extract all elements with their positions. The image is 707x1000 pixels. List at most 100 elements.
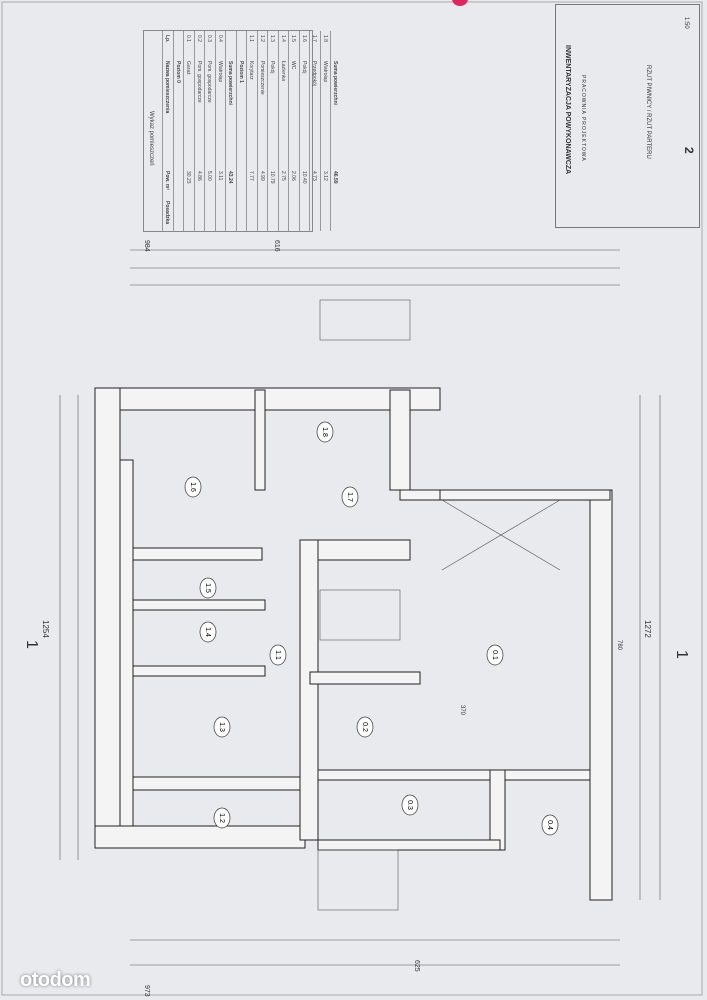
room-row: WC	[290, 61, 296, 70]
room-label: 1.4	[204, 627, 211, 637]
room-label-circle	[213, 807, 231, 829]
table-row	[288, 31, 289, 231]
walls	[94, 387, 613, 901]
room-row: Pomieszczenie	[258, 61, 265, 95]
dim-left-total: 1254	[41, 620, 50, 638]
dimension-lines	[59, 249, 661, 966]
room-label-circle	[401, 794, 419, 816]
room-row: 1.8	[321, 35, 328, 42]
table-row	[277, 31, 279, 231]
section-mark-right: 1	[673, 650, 690, 659]
room-label: 0.4	[546, 820, 553, 830]
room-label-circle	[269, 644, 287, 666]
room-row: 5.00	[206, 171, 212, 181]
room-row: 30.23	[185, 171, 191, 184]
room-row: 10.79	[269, 171, 275, 184]
room-row: 0.2	[195, 35, 202, 42]
dim-garage-width: 370	[459, 705, 465, 716]
room-label: 0.1	[491, 650, 498, 660]
table-row	[225, 31, 226, 231]
room-row: 10.40	[300, 171, 307, 184]
room-label: 1.3	[218, 722, 225, 732]
room-row: Pom. gospodarcze	[195, 61, 202, 103]
title-studio: PRACOWNIA PROJEKTOWA	[580, 75, 586, 162]
room-label-circle	[316, 421, 334, 443]
room-label-circle	[356, 716, 374, 738]
room-row: 2.75	[279, 171, 286, 181]
table-row	[214, 31, 216, 231]
table-row	[172, 31, 174, 231]
room-label-circle	[213, 716, 231, 738]
room-label-circle	[341, 486, 359, 508]
room-label: 0.2	[361, 722, 368, 732]
room-label-circle	[541, 814, 559, 836]
room-row: Wiatrołap	[216, 61, 223, 83]
room-labels: 1.61.81.71.51.41.11.31.20.10.20.30.4	[184, 421, 559, 836]
notification-dot	[452, 0, 468, 6]
sum-row: Suma powierzchni	[332, 61, 338, 105]
room-row: 4.99	[258, 171, 265, 181]
room-row: 0.3	[206, 35, 212, 42]
room-row: Łazienka	[279, 61, 286, 82]
table-row	[162, 31, 163, 231]
room-label-circle	[184, 476, 202, 498]
table-row	[267, 31, 268, 231]
room-label: 1.5	[204, 583, 211, 593]
sum-row: 43.24	[227, 171, 233, 184]
room-label: 1.6	[189, 482, 196, 492]
room-label: 1.8	[321, 427, 328, 437]
room-label: 1.1	[274, 650, 281, 660]
room-row: Garaż	[185, 61, 191, 75]
dim-bottom-mid: 625	[413, 960, 420, 972]
room-table-title: Wykaz pomieszczeń	[148, 111, 154, 166]
room-row: 3.12	[321, 171, 328, 181]
room-row: 1.2	[258, 35, 265, 42]
room-row: 0.4	[216, 35, 223, 42]
table-header: Pow. m²	[164, 171, 170, 190]
table-header: Posadzka	[164, 201, 170, 225]
level-name: Poziom 0	[174, 61, 181, 83]
dim-right-total: 1272	[643, 620, 652, 638]
room-row: 3.11	[216, 171, 223, 181]
table-header: Nazwa pomieszczenia	[164, 61, 170, 114]
table-row	[183, 31, 184, 231]
room-row: 1.7	[311, 35, 317, 42]
room-label: 1.2	[218, 813, 225, 823]
room-row: 1.3	[269, 35, 275, 42]
room-row: Pokój	[269, 61, 275, 74]
table-header: Lp.	[164, 35, 170, 43]
table-row	[235, 31, 237, 231]
room-row: Wiatrołap	[321, 61, 328, 83]
sum-row: 46.59	[332, 171, 338, 184]
title-scale: 1:50	[683, 17, 689, 29]
section-mark-left: 1	[23, 640, 40, 649]
room-row: 7.77	[248, 171, 254, 181]
table-row	[298, 31, 300, 231]
table-row	[204, 31, 205, 231]
sum-row: Suma powierzchni	[227, 61, 233, 105]
table-row	[256, 31, 258, 231]
room-row: Pom. gospodarcze	[206, 61, 212, 103]
room-row: 4.86	[195, 171, 202, 181]
room-row: 4.73	[311, 171, 317, 181]
room-row: Pokój	[300, 61, 307, 74]
table-row	[193, 31, 195, 231]
dim-bottom-total: 973	[143, 985, 150, 997]
room-row: Korytarz	[248, 61, 254, 80]
room-row: Przedpokój	[311, 61, 317, 87]
room-row: 1.4	[279, 35, 286, 42]
table-row	[330, 31, 331, 231]
title-drawing: RZUT PIWNICY / RZUT PARTERU	[645, 65, 651, 159]
dim-top-total: 984	[143, 240, 150, 252]
table-row	[309, 31, 310, 231]
room-row: 0.1	[185, 35, 191, 42]
room-row: 2.06	[290, 171, 296, 181]
otodom-watermark: otodom	[20, 969, 91, 991]
title-sheet-number: 2	[682, 147, 696, 154]
title-heading: INWENTARYZACJA POWYKONAWCZA	[564, 45, 571, 175]
room-row: 1.5	[290, 35, 296, 42]
table-row	[319, 31, 321, 231]
table-row	[246, 31, 247, 231]
room-label: 0.3	[406, 800, 413, 810]
